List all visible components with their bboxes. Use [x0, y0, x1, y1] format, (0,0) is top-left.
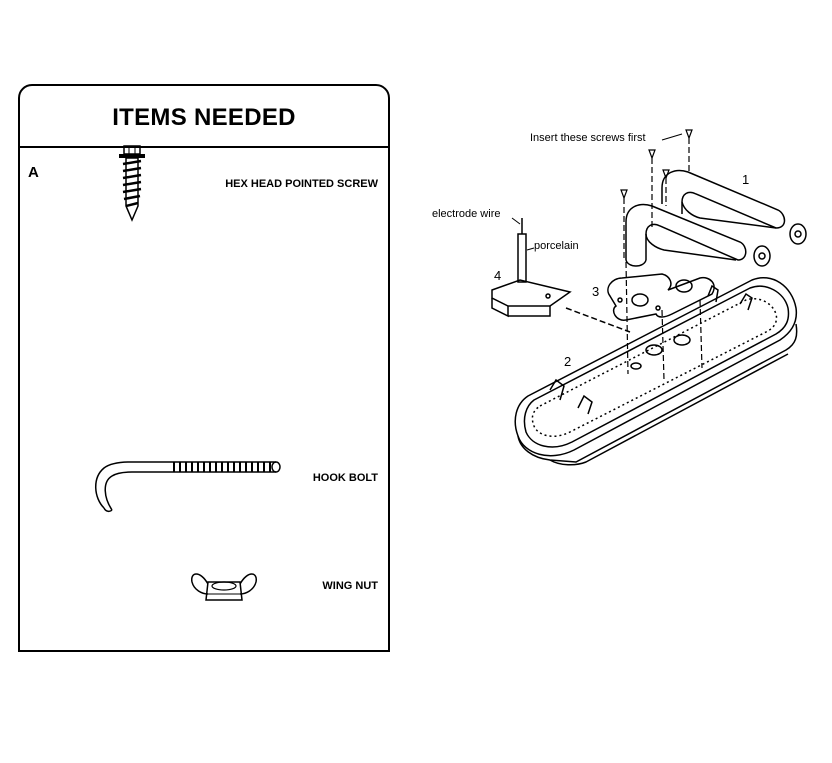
item-label-hex-screw: HEX HEAD POINTED SCREW: [225, 178, 378, 190]
part-number-3: 3: [592, 284, 600, 299]
part-number-1: 1: [742, 172, 750, 187]
burner-base: [514, 277, 798, 466]
callout-electrode-wire: electrode wire: [432, 208, 501, 220]
item-label-wing-nut: WING NUT: [322, 580, 378, 592]
callout-insert-screws: Insert these screws first: [530, 132, 646, 144]
burner-assembly-drawing: [491, 129, 807, 466]
electrode-assembly: [491, 218, 631, 333]
callout-porcelain: porcelain: [534, 240, 579, 252]
item-label-hook-bolt: HOOK BOLT: [312, 472, 378, 484]
item-letter: A: [28, 164, 39, 181]
panel-divider: [20, 146, 388, 148]
mounting-bracket: [607, 273, 715, 321]
venturi-tubes: [625, 169, 807, 267]
items-needed-panel: ITEMS NEEDED A HEX HEAD POINTED SCREW HO…: [18, 84, 390, 652]
wing-nut-icon: [191, 573, 257, 601]
part-number-2: 2: [564, 354, 572, 369]
hex-screw-icon: [119, 145, 145, 222]
top-screws: [620, 129, 703, 381]
hook-bolt-icon: [95, 461, 281, 513]
part-number-4: 4: [494, 268, 502, 283]
panel-title: ITEMS NEEDED: [112, 104, 296, 131]
